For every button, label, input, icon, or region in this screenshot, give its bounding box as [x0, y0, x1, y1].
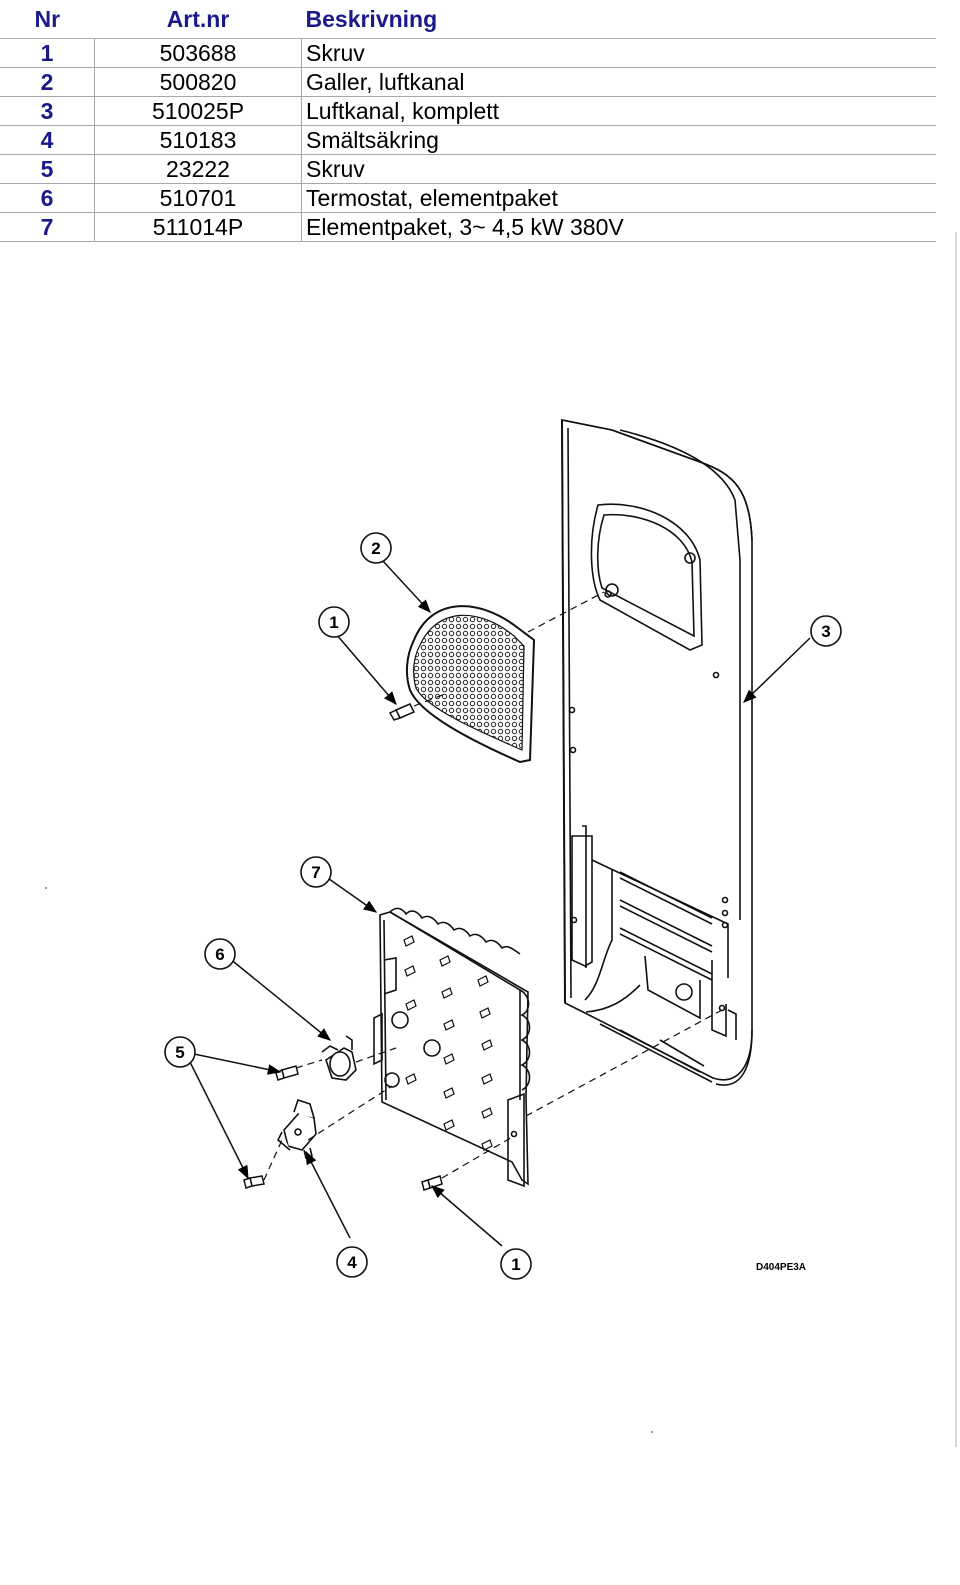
header-art-nr: Art.nr: [166, 5, 230, 32]
cell-description: Smältsäkring: [301, 125, 936, 155]
element-pack-drawing: [373, 907, 531, 1188]
screw-drawings: [243, 703, 443, 1191]
cell-art-nr: 510701: [94, 183, 302, 213]
cell-nr: 6: [0, 183, 95, 213]
callout-4: 4: [336, 1246, 368, 1278]
cell-nr: 5: [0, 154, 95, 184]
air-duct-drawing: [561, 419, 753, 1086]
grille-drawing: [405, 605, 536, 764]
callout-label: 1: [511, 1255, 520, 1274]
cell-description: Luftkanal, komplett: [301, 96, 936, 126]
table-header-row: Nr Art.nr Beskrivning: [0, 0, 936, 39]
cell-nr: 7: [0, 212, 95, 242]
callout-label: 6: [215, 945, 224, 964]
leader-arrows: [187, 559, 811, 1247]
parts-table: Nr Art.nr Beskrivning 1 503688 Skruv 2 5…: [0, 0, 936, 242]
callout-1-top: 1: [318, 606, 350, 638]
table-row: 6 510701 Termostat, elementpaket: [0, 183, 936, 213]
cell-description: Elementpaket, 3~ 4,5 kW 380V: [301, 212, 936, 242]
cell-nr: 1: [0, 38, 95, 68]
cell-nr: 4: [0, 125, 95, 155]
cell-nr: 3: [0, 96, 95, 126]
callout-label: 4: [347, 1253, 357, 1272]
table-row: 4 510183 Smältsäkring: [0, 125, 936, 155]
scan-specks: [45, 887, 653, 1433]
cell-description: Skruv: [301, 154, 936, 184]
table-row: 7 511014P Elementpaket, 3~ 4,5 kW 380V: [0, 212, 936, 242]
cell-art-nr: 510183: [94, 125, 302, 155]
page-edge-line: [955, 232, 957, 1447]
fuse-drawing: [277, 1098, 317, 1160]
drawing-code: D404PE3A: [756, 1262, 806, 1273]
cell-art-nr: 511014P: [94, 212, 302, 242]
assembly-dashed-lines: [263, 591, 723, 1181]
thermostat-drawing: [321, 1035, 357, 1081]
table-row: 5 23222 Skruv: [0, 154, 936, 184]
callout-label: 1: [329, 613, 338, 632]
header-beskrivning: Beskrivning: [305, 5, 438, 32]
cell-description: Skruv: [301, 38, 936, 68]
cell-art-nr: 503688: [94, 38, 302, 68]
cell-art-nr: 510025P: [94, 96, 302, 126]
table-row: 1 503688 Skruv: [0, 38, 936, 68]
header-nr: Nr: [34, 5, 61, 32]
table-row: 3 510025P Luftkanal, komplett: [0, 96, 936, 126]
cell-art-nr: 500820: [94, 67, 302, 97]
cell-nr: 2: [0, 67, 95, 97]
callout-label: 2: [371, 539, 380, 558]
callout-3: 3: [810, 615, 842, 647]
callout-5: 5: [164, 1036, 196, 1068]
table-row: 2 500820 Galler, luftkanal: [0, 67, 936, 97]
callout-6: 6: [204, 938, 236, 970]
callout-2: 2: [360, 532, 392, 564]
cell-description: Galler, luftkanal: [301, 67, 936, 97]
cell-art-nr: 23222: [94, 154, 302, 184]
cell-description: Termostat, elementpaket: [301, 183, 936, 213]
callout-7: 7: [300, 856, 332, 888]
callout-1-bottom: 1: [500, 1248, 532, 1280]
callout-label: 3: [821, 622, 830, 641]
callout-label: 7: [311, 863, 320, 882]
callout-label: 5: [175, 1043, 184, 1062]
